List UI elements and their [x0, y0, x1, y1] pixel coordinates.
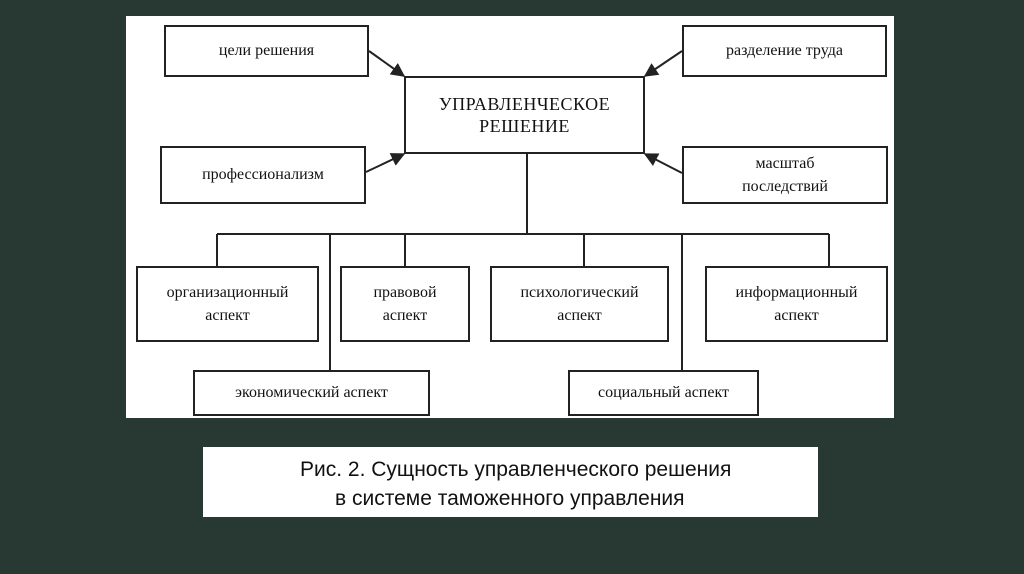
economic-aspect-box: экономический аспект [193, 370, 430, 416]
arrow-scale-of-consequences [643, 153, 683, 174]
division-of-labor-box: разделение труда [682, 25, 887, 77]
professionalism-box: профессионализм [160, 146, 366, 204]
management-decision-box: УПРАВЛЕНЧЕСКОЕ РЕШЕНИЕ [404, 76, 645, 154]
caption-line-2: в системе таможенного управления [335, 487, 685, 510]
caption-line-1: Рис. 2. Сущность управленческого решения [300, 458, 732, 481]
arrow-professionalism [365, 153, 406, 173]
informational-aspect-box: информационный аспект [705, 266, 888, 342]
figure-caption: Рис. 2. Сущность управленческого решения… [203, 447, 818, 517]
legal-aspect-box: правовой аспект [340, 266, 470, 342]
psychological-aspect-box: психологический аспект [490, 266, 669, 342]
social-aspect-box: социальный аспект [568, 370, 759, 416]
scale-of-consequences-box: масштаб последствий [682, 146, 888, 204]
goals-box: цели решения [164, 25, 369, 77]
organizational-aspect-box: организационный аспект [136, 266, 319, 342]
arrow-division-of-labor [643, 50, 683, 77]
arrow-goals [368, 50, 406, 77]
